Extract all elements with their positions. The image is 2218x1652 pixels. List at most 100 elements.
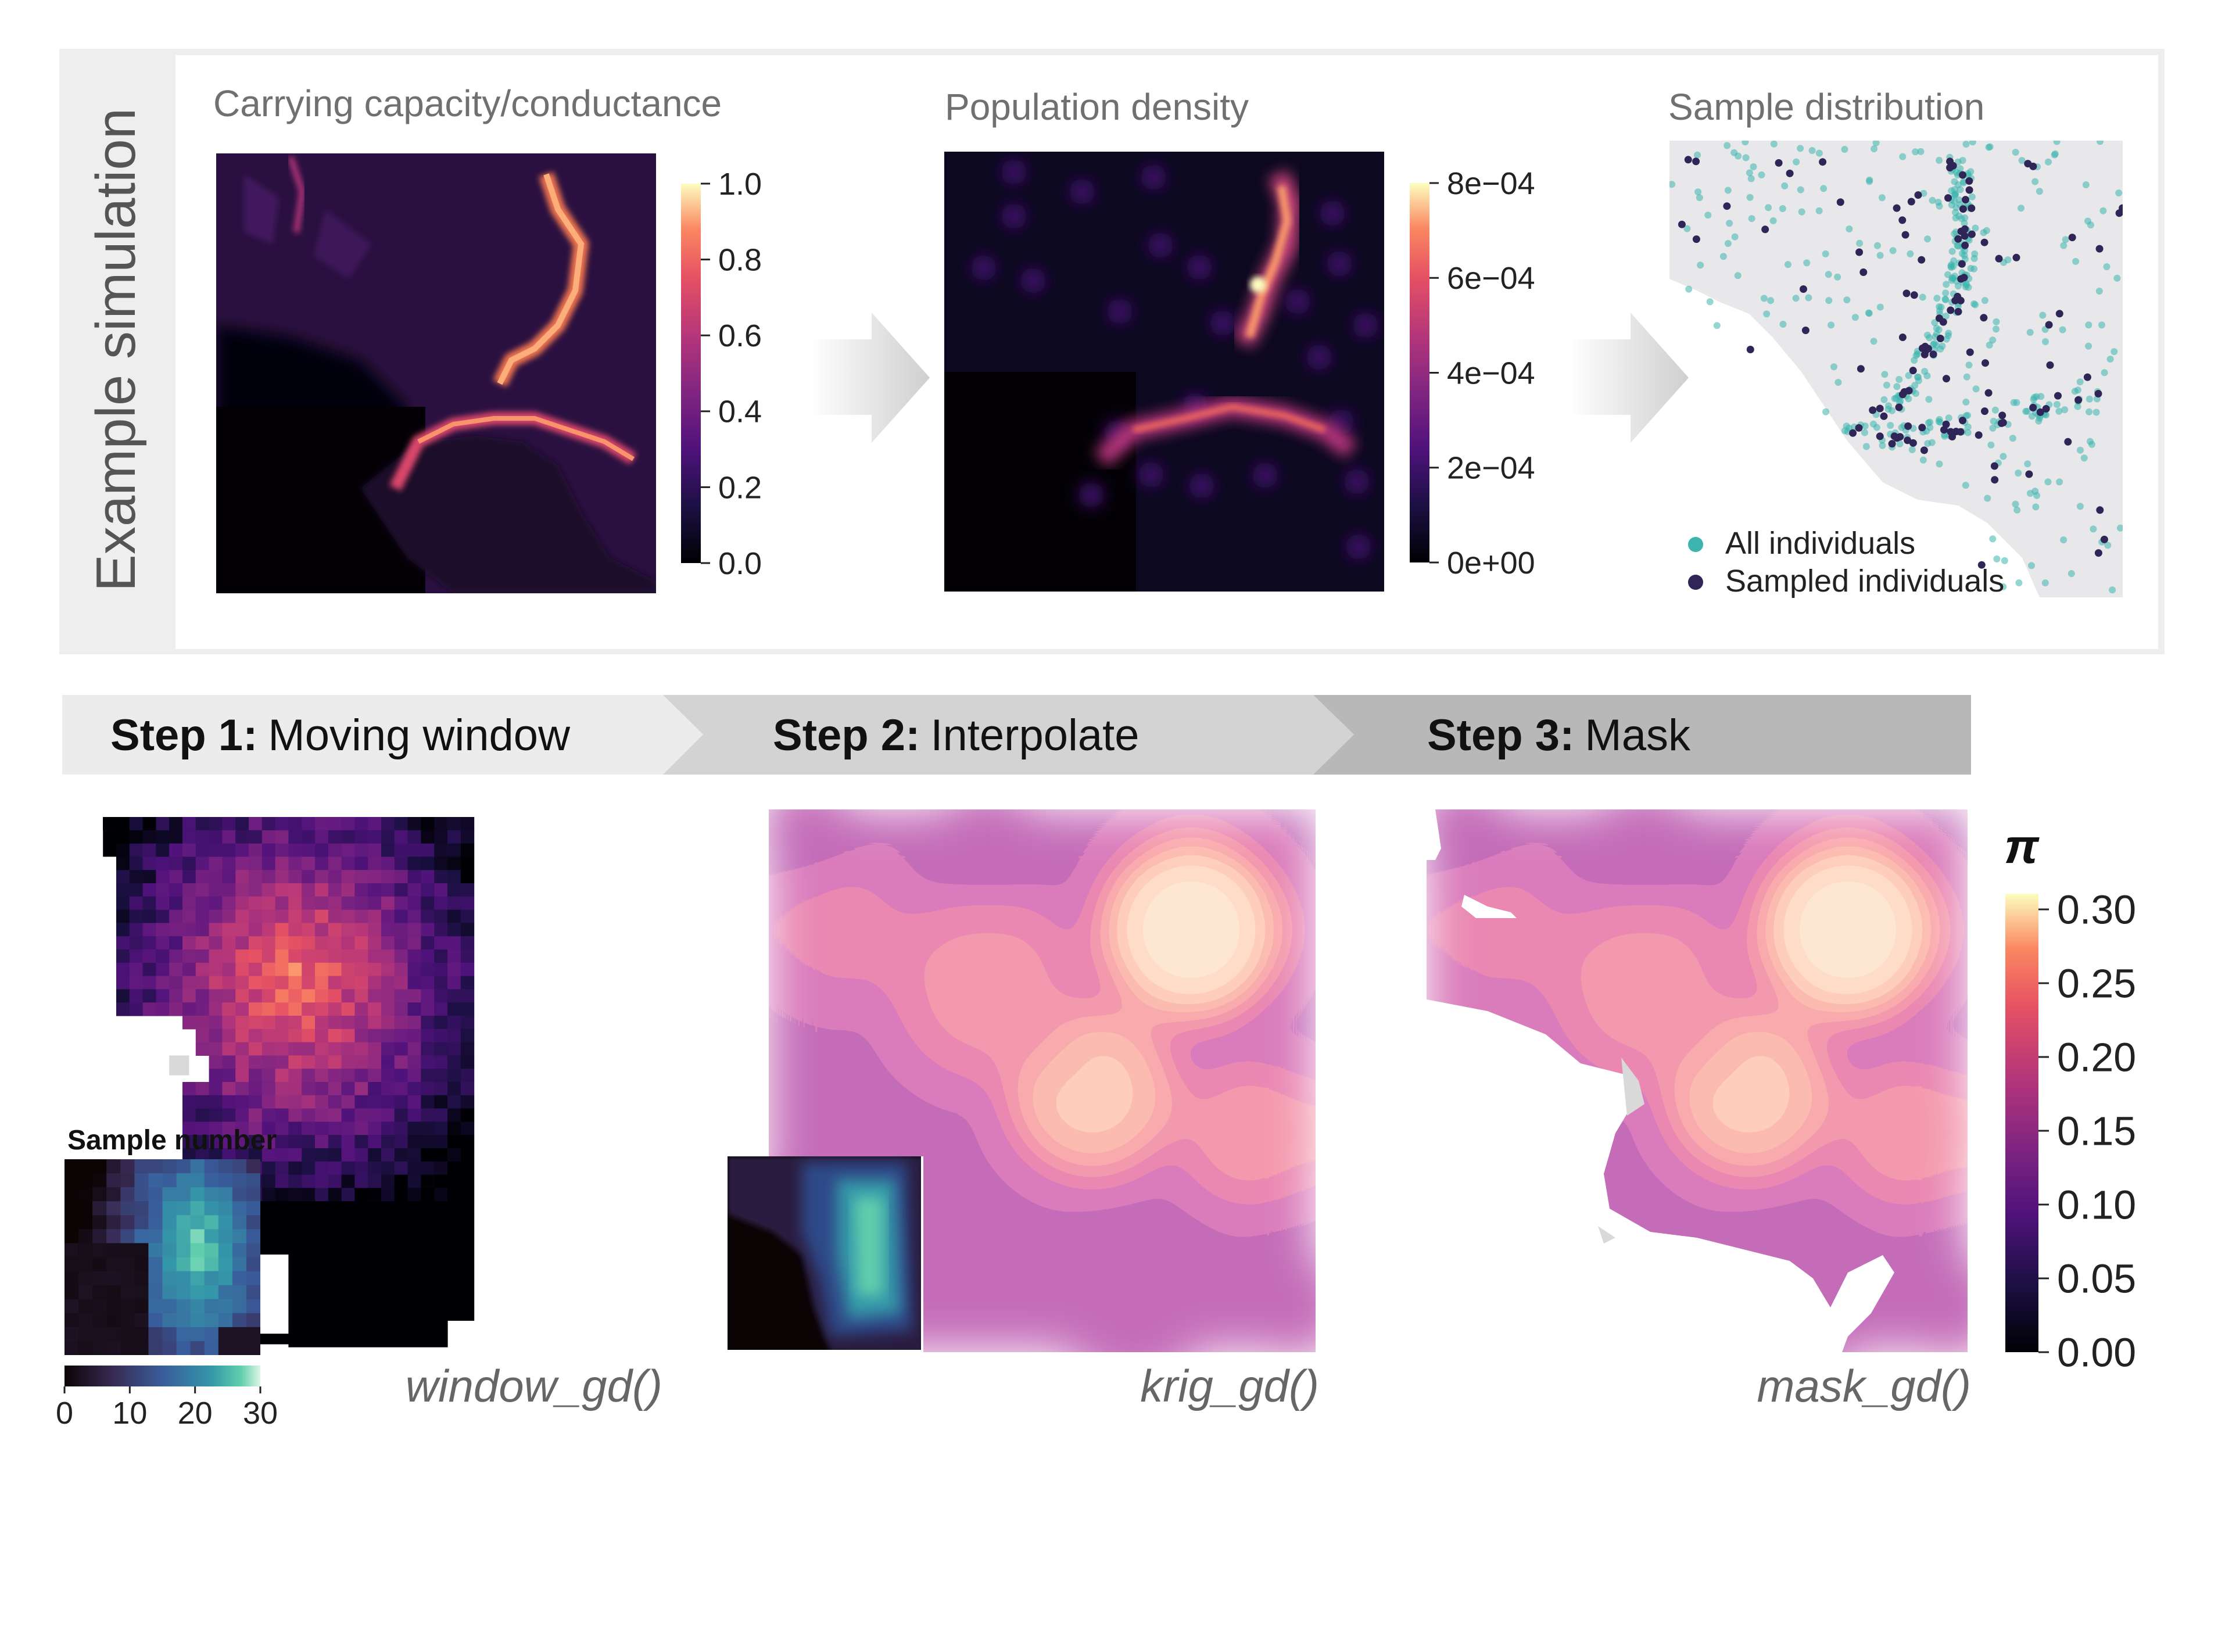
window-cell — [381, 1188, 395, 1202]
window-cell — [421, 1002, 435, 1016]
window-cell — [460, 989, 475, 1003]
window-cell — [275, 1095, 289, 1109]
window-cell — [381, 909, 395, 923]
window-cell — [315, 1148, 329, 1162]
window-cell — [394, 883, 409, 897]
window-cell — [275, 1002, 289, 1016]
window-cell — [354, 883, 368, 897]
window-cell — [288, 1241, 302, 1255]
window-cell — [447, 1095, 461, 1109]
window-cell — [341, 1135, 355, 1149]
window-cell — [315, 909, 329, 923]
inset-cell — [176, 1257, 191, 1272]
window-cell — [368, 1267, 382, 1281]
inset-cell — [148, 1327, 163, 1342]
window-cell — [407, 1241, 421, 1255]
inset-cell — [162, 1271, 177, 1286]
inset-tick-label: 10 — [112, 1396, 147, 1431]
inset-cell — [106, 1173, 121, 1188]
window-cell — [261, 870, 276, 884]
inset-cell — [246, 1187, 260, 1202]
window-cell — [354, 857, 368, 870]
window-cell — [235, 1002, 249, 1016]
inset-cell — [162, 1327, 177, 1342]
window-cell — [421, 1029, 435, 1043]
window-cell — [288, 883, 302, 897]
window-cell — [261, 883, 276, 897]
window-cell — [315, 1241, 329, 1255]
window-cell — [116, 817, 130, 831]
window-cell — [447, 962, 461, 977]
inset-cell — [78, 1257, 93, 1272]
window-cell — [235, 883, 249, 897]
window-cell — [421, 1095, 435, 1109]
window-cell — [354, 976, 368, 990]
step3-name: Mask — [1585, 711, 1691, 760]
window-cell — [315, 817, 329, 831]
window-cell — [222, 1029, 236, 1043]
window-cell — [354, 1082, 368, 1096]
window-cell — [381, 1293, 395, 1308]
window-cell — [407, 1214, 421, 1228]
window-cell — [288, 1095, 302, 1109]
window-cell — [381, 976, 395, 990]
window-cell — [394, 1281, 409, 1295]
window-cell — [394, 1161, 409, 1176]
window-cell — [209, 1121, 223, 1135]
window-cell — [209, 896, 223, 911]
inset-cell — [65, 1173, 79, 1188]
inset-cell — [78, 1327, 93, 1342]
window-cell — [261, 909, 276, 923]
window-cell — [249, 936, 263, 950]
window-cell — [354, 1161, 368, 1176]
window-cell — [182, 962, 196, 977]
window-cell — [209, 1069, 223, 1083]
inset-cell — [134, 1327, 149, 1342]
window-cell — [249, 1042, 263, 1056]
window-cell — [235, 1148, 249, 1162]
window-cell — [302, 976, 316, 990]
inset-cell — [232, 1243, 247, 1258]
window-cell — [407, 909, 421, 923]
window-cell — [328, 1002, 342, 1016]
window-cell — [315, 936, 329, 950]
window-cell — [394, 923, 409, 937]
window-cell — [222, 843, 236, 857]
window-cell — [222, 1095, 236, 1109]
window-cell — [394, 857, 409, 870]
window-cell — [142, 949, 156, 963]
window-cell — [368, 1029, 382, 1043]
window-cell — [222, 1121, 236, 1135]
window-cell — [460, 1135, 475, 1149]
window-cell — [288, 1174, 302, 1188]
window-cell — [394, 1254, 409, 1268]
window-cell — [368, 1055, 382, 1069]
window-cell — [182, 936, 196, 950]
window-cell — [288, 909, 302, 923]
window-cell — [302, 1227, 316, 1242]
window-cell — [368, 1108, 382, 1122]
window-cell — [421, 1214, 435, 1228]
inset-cell — [120, 1341, 135, 1355]
window-cell — [235, 1016, 249, 1030]
window-cell — [275, 909, 289, 923]
inset-cell — [190, 1271, 205, 1286]
inset-cell — [106, 1327, 121, 1342]
window-cell — [249, 1069, 263, 1083]
window-cell — [341, 1227, 355, 1242]
inset-cell — [232, 1341, 247, 1355]
window-cell — [302, 1320, 316, 1334]
window-cell — [394, 1174, 409, 1188]
window-cell — [142, 857, 156, 870]
window-cell — [315, 1214, 329, 1228]
window-cell — [421, 1241, 435, 1255]
window-cell — [261, 1069, 276, 1083]
window-cell — [341, 1148, 355, 1162]
window-cell — [394, 1042, 409, 1056]
inset-cell — [162, 1229, 177, 1244]
window-cell — [407, 1293, 421, 1308]
window-cell — [315, 1227, 329, 1242]
window-cell — [302, 1254, 316, 1268]
inset-cell — [218, 1173, 233, 1188]
window-cell — [288, 1135, 302, 1149]
